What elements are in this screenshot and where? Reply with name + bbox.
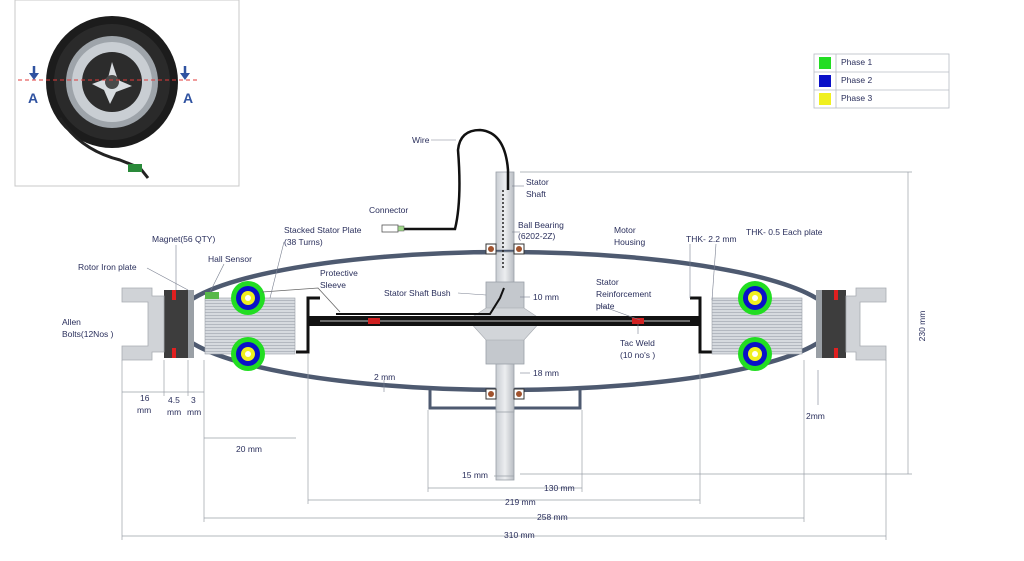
legend-swatch-phase-1 [819, 57, 831, 69]
dim-4-5mm-unit: mm [167, 407, 181, 417]
label-protective-1: Protective [320, 268, 358, 278]
phase-legend: Phase 1 Phase 2 Phase 3 [813, 53, 950, 109]
magnet-right [822, 290, 846, 358]
label-stacked-stator-1: Stacked Stator Plate [284, 225, 362, 235]
dim-3mm-value: 3 [191, 395, 196, 405]
connector [381, 224, 405, 233]
winding-top-right [738, 281, 772, 315]
winding-top-left [231, 281, 265, 315]
dimension-labels: 10 mm 18 mm 230 mm 2 mm 2mm 16 mm 4.5 mm… [137, 292, 927, 540]
rotor-iron-plate-left [188, 290, 194, 358]
label-rotor-iron-plate: Rotor Iron plate [78, 262, 137, 272]
legend-label-phase-1: Phase 1 [841, 57, 872, 67]
label-thk-2-2: THK- 2.2 mm [686, 234, 737, 244]
label-tac-weld-2: (10 no's ) [620, 350, 655, 360]
label-allen-2: Bolts(12Nos ) [62, 329, 114, 339]
dim-15mm: 15 mm [462, 470, 488, 480]
section-arrow-right-icon [180, 66, 190, 80]
winding-bottom-left [231, 337, 265, 371]
section-mark-left: A [28, 90, 38, 106]
legend-label-phase-2: Phase 2 [841, 75, 872, 85]
hall-sensor [205, 292, 219, 299]
magnet-left [164, 290, 188, 358]
dimension-lines [121, 171, 912, 540]
tac-weld-left [368, 318, 380, 324]
section-mark-right: A [183, 90, 193, 106]
label-stator-reinf-1: Stator [596, 277, 619, 287]
flange-right [845, 287, 887, 361]
leader-lines [146, 139, 819, 405]
dim-2mm-right: 2mm [806, 411, 825, 421]
legend-swatch-phase-2 [819, 75, 831, 87]
label-stator-reinf-3: plate [596, 301, 615, 311]
label-ball-bearing-1: Ball Bearing [518, 220, 564, 230]
ball-bearing-top [485, 243, 525, 255]
label-magnet: Magnet(56 QTY) [152, 234, 215, 244]
dim-10mm: 10 mm [533, 292, 559, 302]
wheel-photo [46, 16, 178, 179]
label-wire: Wire [412, 135, 430, 145]
component-labels: Wire Stator Shaft Connector Ball Bearing… [62, 135, 823, 360]
label-tac-weld-1: Tac Weld [620, 338, 655, 348]
rotor-iron-plate-right [816, 290, 822, 358]
dim-16mm-value: 16 [140, 393, 150, 403]
dim-18mm: 18 mm [533, 368, 559, 378]
label-thk-0-5: THK- 0.5 Each plate [746, 227, 823, 237]
dim-258mm: 258 mm [537, 512, 568, 522]
wire [404, 128, 510, 231]
dim-16mm-unit: mm [137, 405, 151, 415]
label-motor-housing-2: Housing [614, 237, 645, 247]
label-motor-housing-1: Motor [614, 225, 636, 235]
section-arrow-left-icon [29, 66, 39, 80]
legend-swatch-phase-3 [819, 93, 831, 105]
dim-20mm: 20 mm [236, 444, 262, 454]
dim-219mm: 219 mm [505, 497, 536, 507]
dim-130mm: 130 mm [544, 483, 575, 493]
dim-3mm-unit: mm [187, 407, 201, 417]
label-hall-sensor: Hall Sensor [208, 254, 252, 264]
dim-4-5mm-value: 4.5 [168, 395, 180, 405]
label-allen-1: Allen [62, 317, 81, 327]
label-stator-shaft-2: Shaft [526, 189, 546, 199]
dim-310mm: 310 mm [504, 530, 535, 540]
legend-label-phase-3: Phase 3 [841, 93, 872, 103]
label-stator-reinf-2: Reinforcement [596, 289, 652, 299]
label-stacked-stator-2: (38 Turns) [284, 237, 323, 247]
dim-230mm: 230 mm [917, 311, 927, 342]
motor-section-drawing [121, 128, 887, 481]
label-stator-shaft-bush: Stator Shaft Bush [384, 288, 451, 298]
tac-weld-right [632, 318, 644, 324]
label-connector: Connector [369, 205, 408, 215]
label-stator-shaft-1: Stator [526, 177, 549, 187]
flange-left [121, 287, 165, 361]
winding-bottom-right [738, 337, 772, 371]
dim-2mm-housing: 2 mm [374, 372, 395, 382]
inset-photo-panel: A A [14, 0, 240, 187]
label-ball-bearing-2: (6202-2Z) [518, 231, 555, 241]
label-protective-2: Sleeve [320, 280, 346, 290]
ball-bearing-bottom [485, 388, 525, 400]
